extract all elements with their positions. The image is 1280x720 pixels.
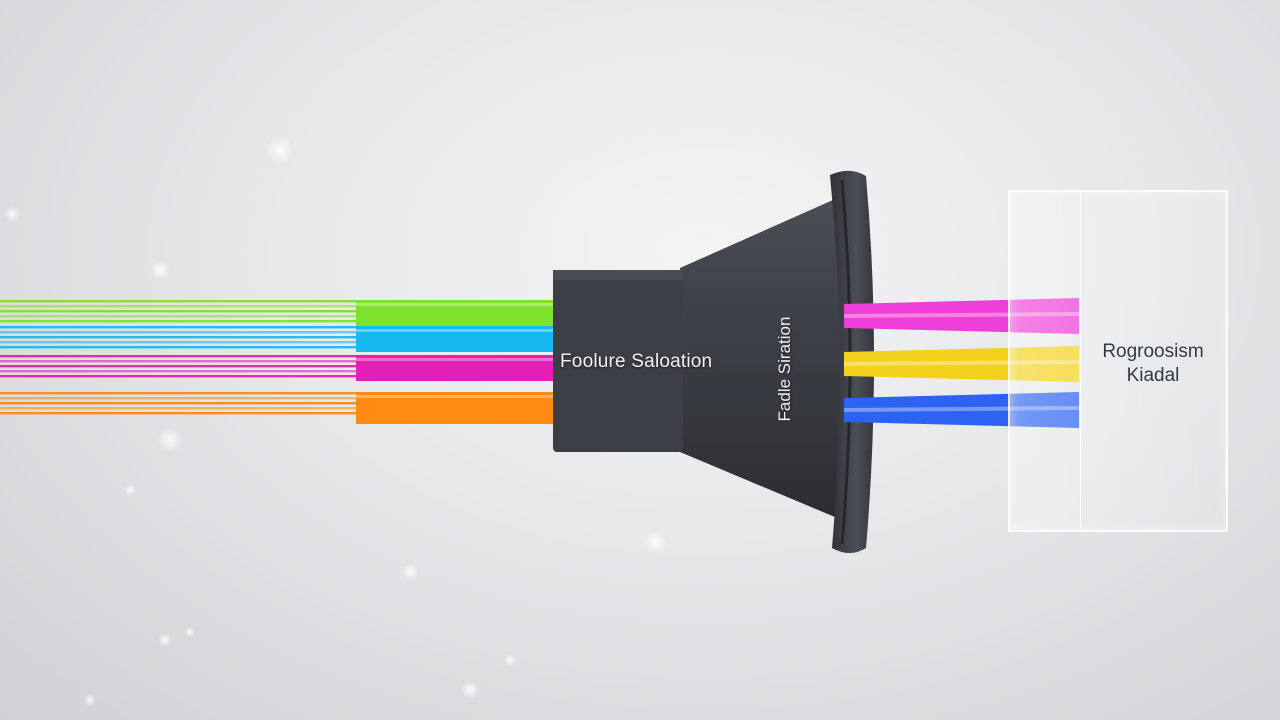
input-stream-magenta	[0, 355, 556, 381]
output-streams	[844, 298, 1079, 428]
input-stream-cyan	[0, 326, 556, 352]
output-stream-blue	[844, 392, 1079, 428]
input-stream-orange	[0, 392, 556, 424]
model-panel-divider	[1080, 192, 1081, 530]
funnel-vertical-label: Fadle Siration	[775, 316, 794, 422]
funnel-label: Foolure Saloation	[560, 351, 713, 372]
funnel-neck	[553, 270, 683, 452]
model-label-line2: Kiadal	[1126, 365, 1180, 386]
feature-selection-funnel	[553, 170, 874, 553]
input-streams	[0, 300, 556, 424]
regression-model-panel	[1008, 190, 1228, 532]
bokeh-particles	[4, 136, 667, 706]
regression-model-label: Rogroosism Kiadal	[1080, 340, 1226, 388]
output-stream-highlight	[844, 312, 1079, 318]
funnel-cone	[680, 196, 842, 520]
model-label-line1: Rogroosism	[1102, 341, 1204, 362]
output-stream-pink	[844, 298, 1079, 334]
output-stream-highlight	[844, 360, 1079, 366]
output-stream-highlight	[844, 406, 1079, 412]
output-stream-yellow	[844, 346, 1079, 382]
input-stream-lime	[0, 300, 556, 326]
